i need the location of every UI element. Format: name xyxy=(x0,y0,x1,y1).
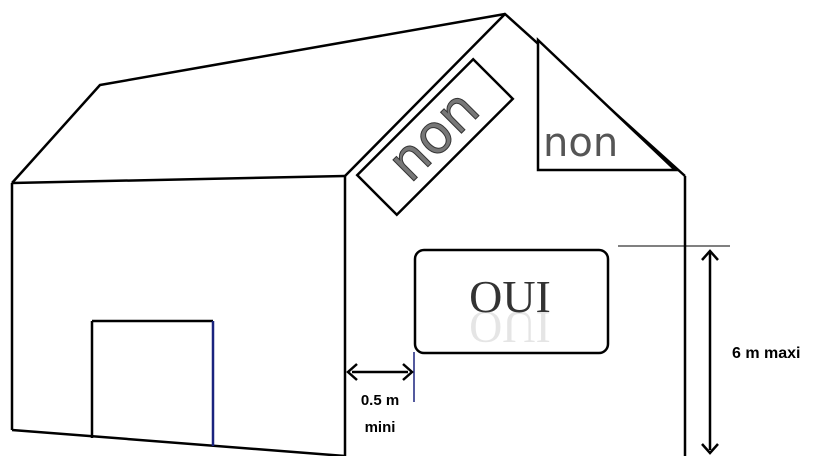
roof-sign-right-text: non xyxy=(543,120,618,166)
building-outline xyxy=(10,12,687,456)
door xyxy=(90,319,215,446)
max-height-label: 6 m maxi xyxy=(732,345,800,362)
side-margin-qualifier: mini xyxy=(365,419,396,436)
roof-sign-left: non xyxy=(355,57,515,217)
side-margin-dimension: 0.5 m mini xyxy=(346,352,415,436)
roof-side-outline xyxy=(11,12,506,184)
roof-sign-right: non xyxy=(536,37,679,172)
ground-line xyxy=(11,428,346,456)
side-margin-value: 0.5 m xyxy=(361,392,399,409)
wall-sign-text-reflection: OUI xyxy=(469,302,551,353)
max-height-dimension: 6 m maxi xyxy=(618,245,800,455)
eave-line xyxy=(11,174,346,185)
wall-sign-text: OUI xyxy=(469,271,551,322)
wall-sign: OUI OUI xyxy=(413,248,610,355)
